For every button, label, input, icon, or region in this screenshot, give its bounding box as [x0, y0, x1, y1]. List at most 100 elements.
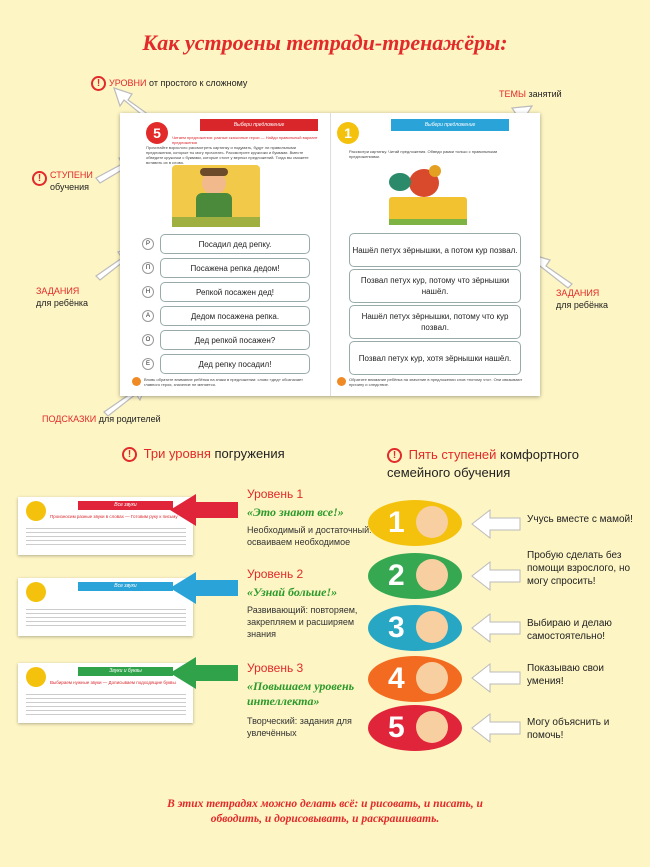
step-number: 2: [388, 559, 405, 592]
level-text: Творческий: задания для увлечённых: [247, 716, 352, 738]
phrase-box[interactable]: Посадил дед репку.: [160, 234, 310, 254]
label-hints: ПОДСКАЗКИ для родителей: [42, 414, 161, 424]
page-ribbon: Выбери предложение: [200, 119, 318, 131]
level-text: Необходимый и достаточный: осваиваем нео…: [247, 525, 372, 547]
step-text: Могу объяснить и помочь!: [527, 717, 610, 741]
exclamation-icon: !: [387, 448, 402, 464]
card-text-lines: [26, 606, 186, 628]
letter-circle[interactable]: П: [142, 262, 154, 274]
child-face-icon: [416, 611, 448, 643]
phrase-box[interactable]: Позвал петух кур, хотя зёрнышки нашёл.: [349, 341, 521, 375]
phrase-box[interactable]: Посажена репка дедом!: [160, 258, 310, 278]
lightbulb-icon: [132, 377, 141, 386]
step-5-badge: 5: [368, 705, 462, 751]
page-title: Как устроены тетради-тренажёры:: [142, 30, 508, 55]
letter-circle[interactable]: А: [142, 310, 154, 322]
mother-face-icon: [416, 506, 448, 538]
child-face-icon: [26, 582, 46, 602]
left-page: 5 Выбери предложение Читаем предложения:…: [120, 113, 330, 396]
workbook-spread: 5 Выбери предложение Читаем предложения:…: [120, 113, 540, 396]
level-motto: «Повышаем уровень интеллекта»: [247, 679, 355, 708]
card-subtitle: Выбираем нужные звуки — Дописываем подхо…: [50, 680, 176, 685]
step-3-badge: 3: [368, 605, 462, 651]
letter-circle[interactable]: О: [142, 334, 154, 346]
step-number-badge: 5: [146, 122, 168, 144]
parent-hint: Вновь обратите внимание ребёнка на знаки…: [144, 377, 303, 387]
right-page: 1 Выбери предложение Рассмотри картинку.…: [330, 113, 540, 396]
step-4-badge: 4: [368, 656, 462, 702]
level-motto: «Узнай больше!»: [247, 585, 338, 599]
label-themes: ТЕМЫ занятий: [499, 89, 562, 99]
child-face-icon: [26, 667, 46, 687]
phrase-box[interactable]: Дедом посажена репка.: [160, 306, 310, 326]
level-motto: «Это знают все!»: [247, 505, 344, 519]
letter-circle[interactable]: Н: [142, 286, 154, 298]
pointer-arrow-icon: [471, 508, 521, 540]
step-text: Учусь вместе с мамой!: [527, 514, 633, 525]
step-text: Показываю свои умения!: [527, 663, 604, 687]
pointer-arrow-icon: [471, 560, 521, 592]
exclamation-icon: !: [32, 171, 47, 186]
level-3-card-preview: Звуки и буквы Выбираем нужные звуки — До…: [18, 663, 193, 723]
phrase-box[interactable]: Дед репкой посажен?: [160, 330, 310, 350]
child-face-icon: [416, 559, 448, 591]
phrase-box[interactable]: Репкой посажен дед!: [160, 282, 310, 302]
level-2-card-preview: Все звуки: [18, 578, 193, 636]
level-3-description: Уровень 3 «Повышаем уровень интеллекта» …: [247, 661, 377, 739]
card-text-lines: [26, 525, 186, 547]
steps-section-title: ! Пять ступеней комфортного семейного об…: [387, 447, 579, 480]
level-1-description: Уровень 1 «Это знают все!» Необходимый и…: [247, 487, 377, 548]
level-2-description: Уровень 2 «Узнай больше!» Развивающий: п…: [247, 567, 377, 640]
pointer-arrow-icon: [471, 712, 521, 744]
step-number: 3: [388, 611, 405, 644]
levels-section-title: ! Три уровня погружения: [122, 446, 285, 463]
level-heading: Уровень 3: [247, 661, 304, 675]
phrase-box[interactable]: Нашёл петух зёрнышки, а потом кур позвал…: [349, 233, 521, 267]
step-number: 1: [388, 506, 405, 539]
pointer-arrow-icon: [471, 662, 521, 694]
phrase-box[interactable]: Дед репку посадил!: [160, 354, 310, 374]
rooster-illustration: [389, 165, 467, 225]
page-subtitle: Читаем предложения: разные сказочные гер…: [172, 135, 318, 145]
label-levels: !УРОВНИ от простого к сложному: [91, 76, 247, 91]
lightbulb-icon: [337, 377, 346, 386]
letter-circle[interactable]: Е: [142, 358, 154, 370]
child-face-icon: [26, 501, 46, 521]
footer-note: В этих тетрадях можно делать всё: и рисо…: [167, 798, 483, 825]
level-heading: Уровень 1: [247, 487, 304, 501]
phrase-box[interactable]: Нашёл петух зёрнышки, потому что кур поз…: [349, 305, 521, 339]
step-text: Пробую сделать без помощи взрослого, но …: [527, 550, 631, 587]
step-1-badge: 1: [368, 500, 462, 546]
blue-arrow-icon: [170, 572, 238, 604]
card-ribbon: Все звуки: [78, 582, 173, 591]
phrase-box[interactable]: Позвал петух кур, потому что зёрнышки на…: [349, 269, 521, 303]
pointer-arrow-icon: [471, 612, 521, 644]
level-1-card-preview: Все звуки Произносим разные звуки в слов…: [18, 497, 193, 555]
card-ribbon: Звуки и буквы: [78, 667, 173, 676]
level-heading: Уровень 2: [247, 567, 304, 581]
level-text: Развивающий: повторяем, закрепляем и рас…: [247, 605, 358, 639]
step-number: 4: [388, 662, 405, 695]
grandpa-turnip-illustration: [172, 165, 260, 227]
green-arrow-icon: [170, 657, 238, 689]
step-number-badge: 1: [337, 122, 359, 144]
parent-hint: Обратите внимание ребёнка на значение в …: [349, 377, 523, 387]
child-face-icon: [416, 711, 448, 743]
step-text: Выбираю и делаю самостоятельно!: [527, 618, 612, 642]
card-subtitle: Произносим разные звуки в словах — Готов…: [50, 514, 178, 519]
exclamation-icon: !: [91, 76, 106, 91]
child-crown-face-icon: [416, 662, 448, 694]
card-text-lines: [26, 691, 186, 715]
card-ribbon: Все звуки: [78, 501, 173, 510]
page-instructions: Рассмотри картинку. Читай предложения. О…: [349, 149, 498, 159]
page-ribbon: Выбери предложение: [391, 119, 509, 131]
red-arrow-icon: [170, 494, 238, 526]
letter-circle[interactable]: Р: [142, 238, 154, 250]
page-instructions: Прочитайте взрослого рассмотреть картинк…: [146, 145, 309, 165]
step-number: 5: [388, 711, 405, 744]
step-2-badge: 2: [368, 553, 462, 599]
exclamation-icon: !: [122, 447, 137, 463]
